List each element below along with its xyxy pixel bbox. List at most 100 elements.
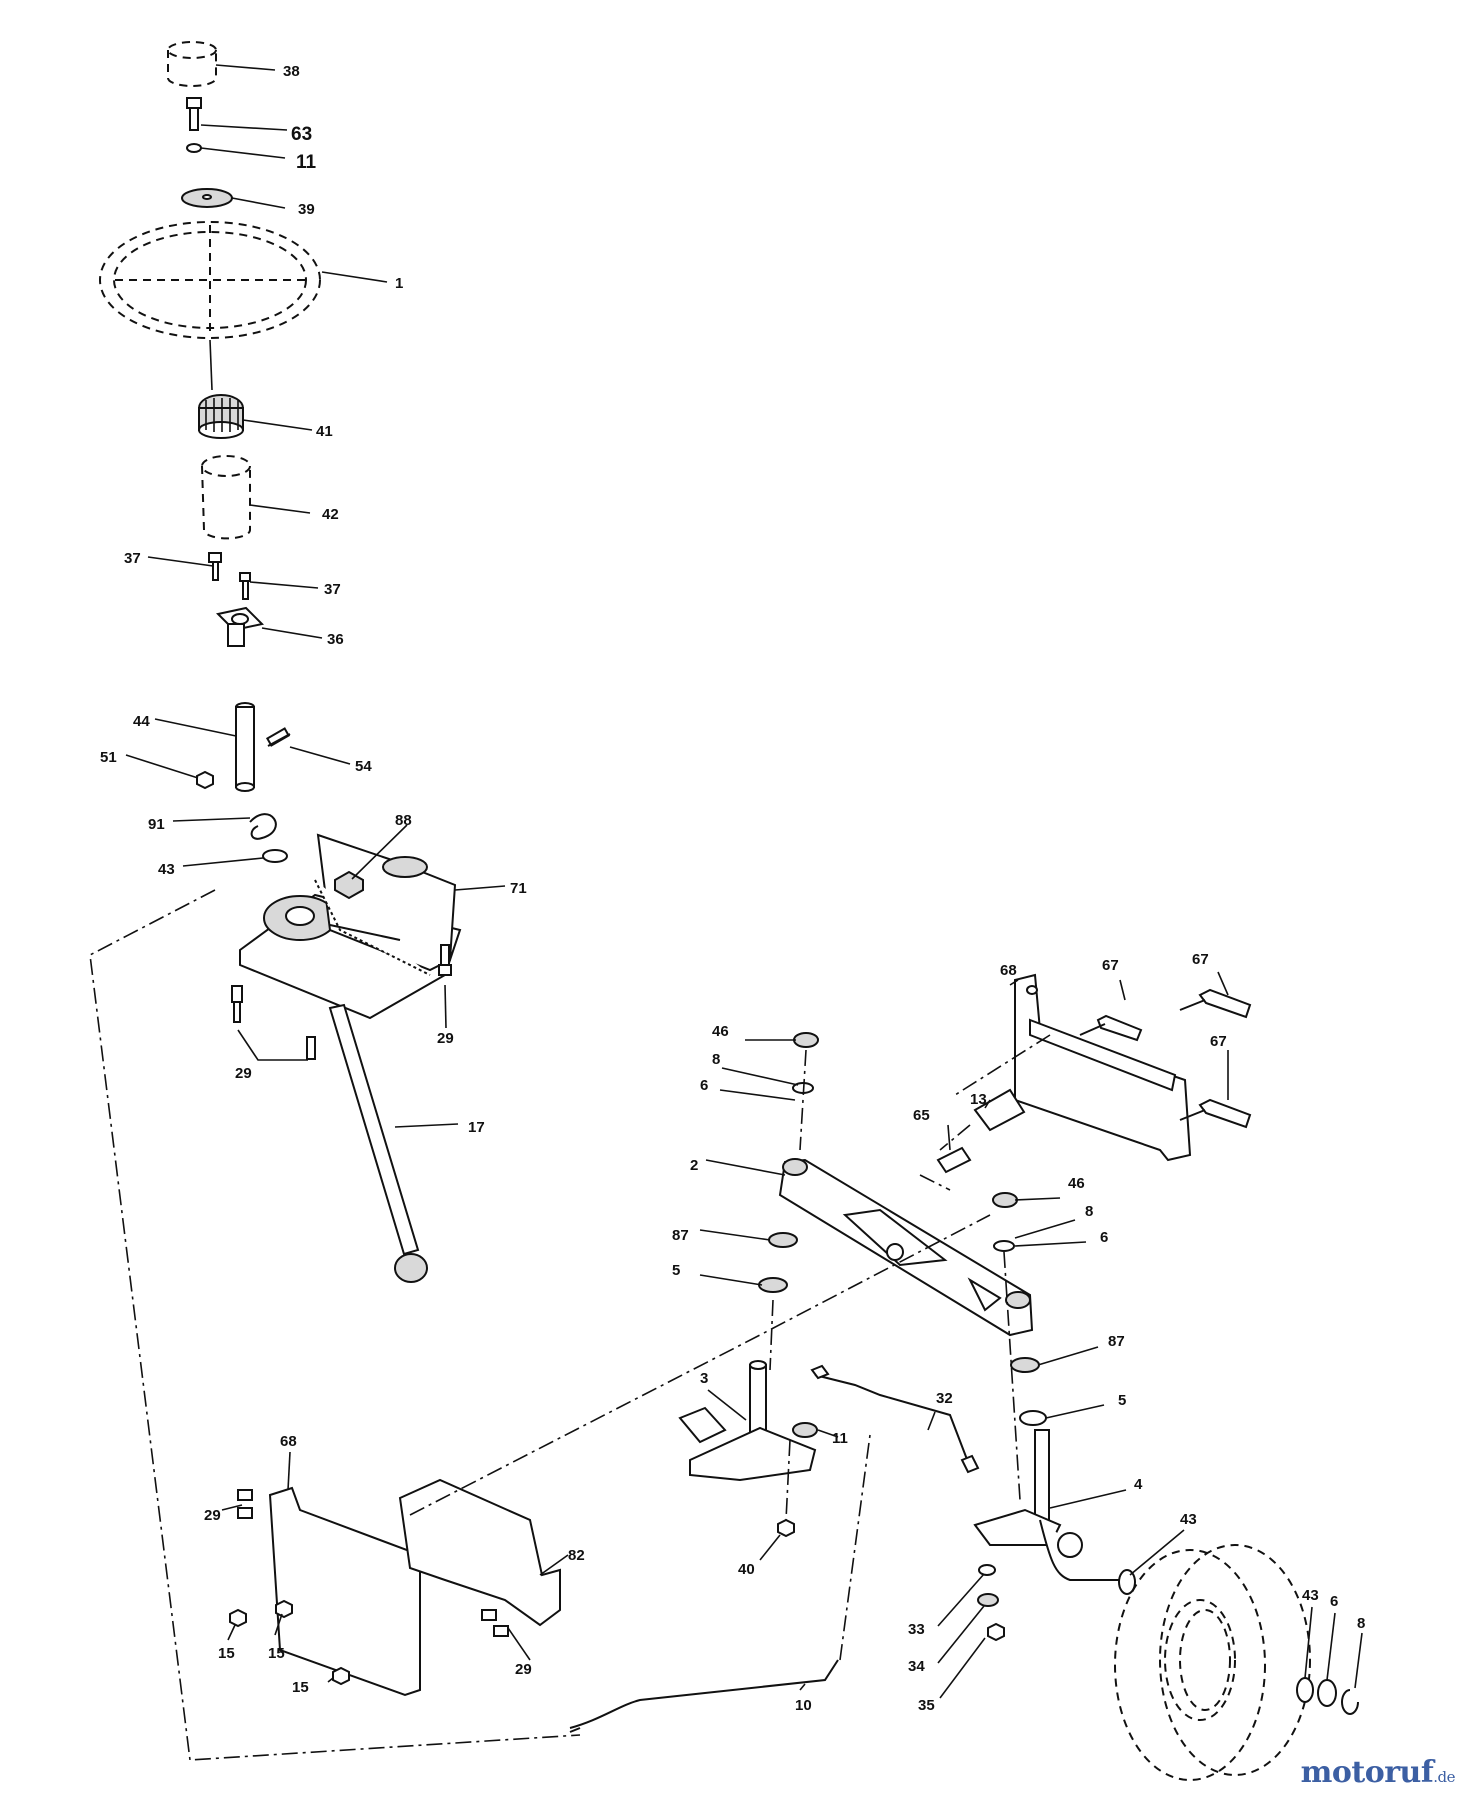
callout-46: 46 [1068,1175,1085,1192]
callout-43: 43 [1302,1587,1319,1604]
callout-68: 68 [1000,962,1017,979]
callout-2: 2 [690,1157,698,1174]
callout-10: 10 [795,1697,812,1714]
part-nuts-15 [229,1599,350,1686]
part-washer-39 [181,188,233,208]
callout-1: 1 [395,275,403,292]
part-spindle-4 [973,1429,1120,1581]
callout-35: 35 [918,1697,935,1714]
callout-32: 32 [936,1390,953,1407]
callout-39: 39 [298,201,315,218]
callout-8: 8 [712,1051,720,1068]
part-nuts-33-35 [977,1564,1005,1642]
callout-15: 15 [292,1679,309,1696]
watermark-tld: .de [1433,1768,1455,1786]
callout-6: 6 [700,1077,708,1094]
callout-6: 6 [1100,1229,1108,1246]
callout-3: 3 [700,1370,708,1387]
callout-15: 15 [268,1645,285,1662]
callout-11: 11 [832,1430,848,1447]
part-washer-11 [186,143,202,153]
callout-33: 33 [908,1621,925,1638]
part-wheel-washers [1118,1569,1359,1715]
callout-38: 38 [283,63,300,80]
callout-4: 4 [1134,1476,1143,1493]
callout-63: 63 [291,124,312,145]
callout-36: 36 [327,631,344,648]
callout-41: 41 [316,423,333,440]
leader-lines [125,64,1363,1699]
part-bolts-67 [1079,988,1252,1129]
part-bolts-37 [208,552,251,600]
part-bracket-82 [398,1478,561,1627]
callout-13: 13 [970,1091,987,1108]
alignment-line-center [409,1214,991,1516]
callout-37: 37 [124,550,141,567]
callout-8: 8 [1357,1615,1365,1632]
callout-42: 42 [322,506,339,523]
watermark-name: motoruf [1300,1755,1434,1790]
callout-34: 34 [908,1658,925,1675]
callout-8: 8 [1085,1203,1093,1220]
part-bolts-29-gear [231,944,452,1060]
part-spacer-13 [973,1088,1026,1132]
callout-46: 46 [712,1023,729,1040]
part-bracket-68-lower [268,1486,421,1697]
callout-91: 91 [148,816,165,833]
callout-54: 54 [355,758,372,775]
part-cap-38 [167,41,217,87]
alignment-line-link [839,1434,871,1661]
callout-15: 15 [218,1645,235,1662]
part-washer-43-top [262,849,288,863]
part-clip-91 [249,813,277,840]
part-bushing-36 [215,606,265,647]
part-drag-link-32 [810,1364,980,1474]
callout-29: 29 [515,1661,532,1678]
callout-5: 5 [1118,1392,1126,1409]
part-steering-shaft-17 [328,1003,428,1283]
part-wheel [1114,1544,1311,1781]
callout-68: 68 [280,1433,297,1450]
callout-labels: 38 63 11 39 1 41 42 37 37 36 44 51 54 91… [100,63,1365,1714]
part-nut-40 [777,1518,795,1538]
callout-37: 37 [324,581,341,598]
part-adapter-41 [198,394,244,439]
callout-43: 43 [1180,1511,1197,1528]
callout-82: 82 [568,1547,585,1564]
callout-29: 29 [204,1507,221,1524]
callout-29: 29 [235,1065,252,1082]
callout-51: 51 [100,749,117,766]
callout-29: 29 [437,1030,454,1047]
part-boot-42 [201,455,251,540]
callout-5: 5 [672,1262,680,1279]
part-gear-housing [239,833,462,1020]
part-axle-bracket-68 [1014,973,1192,1162]
part-washer-11-lower [792,1422,818,1438]
part-link-10 [569,1659,839,1733]
callout-17: 17 [468,1119,485,1136]
callout-87: 87 [1108,1333,1125,1350]
callout-71: 71 [510,880,527,897]
part-spindle-3 [678,1360,817,1482]
part-nut-51 [196,770,214,790]
callout-43: 43 [158,861,175,878]
part-bolt-54 [265,727,291,747]
callout-67: 67 [1102,957,1119,974]
callout-67: 67 [1210,1033,1227,1050]
site-watermark: motoruf.de [1300,1755,1456,1790]
callout-44: 44 [133,713,150,730]
alignment-line-left [89,889,581,1761]
callout-40: 40 [738,1561,755,1578]
callout-67: 67 [1192,951,1209,968]
callout-11: 11 [296,152,317,173]
callout-6: 6 [1330,1593,1338,1610]
part-bolt-63 [186,97,202,131]
part-pin-65 [936,1146,972,1174]
callout-65: 65 [913,1107,930,1124]
part-shaft-44 [235,702,255,792]
part-bolts-29-lower [237,1489,509,1637]
callout-88: 88 [395,812,412,829]
part-steering-wheel-1 [99,221,321,339]
alignment-line-axle [769,1049,1021,1521]
